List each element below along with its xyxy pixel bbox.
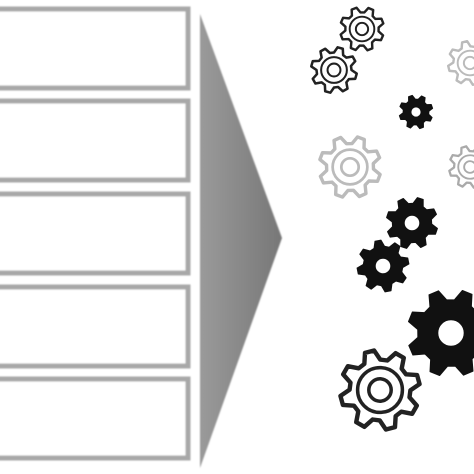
input-box-5	[0, 376, 191, 461]
gear-outline-icon	[338, 348, 422, 432]
gear-solid-icon	[398, 94, 434, 130]
gear-outline-icon	[318, 135, 382, 199]
gear-outline-icon	[448, 145, 474, 189]
gear-solid-icon	[386, 197, 438, 249]
right-arrow-shape	[200, 14, 282, 468]
input-box-4	[0, 284, 191, 369]
gear-solid-icon	[408, 290, 474, 376]
gears-cluster	[310, 6, 474, 432]
input-box-2	[0, 98, 191, 183]
input-box-1	[0, 6, 191, 91]
gear-outline-icon	[310, 46, 358, 94]
input-box-3	[0, 191, 191, 276]
input-box-stack	[0, 6, 191, 461]
gear-outline-icon	[446, 39, 474, 87]
gear-solid-icon	[356, 239, 410, 293]
gear-outline-icon	[339, 6, 385, 52]
